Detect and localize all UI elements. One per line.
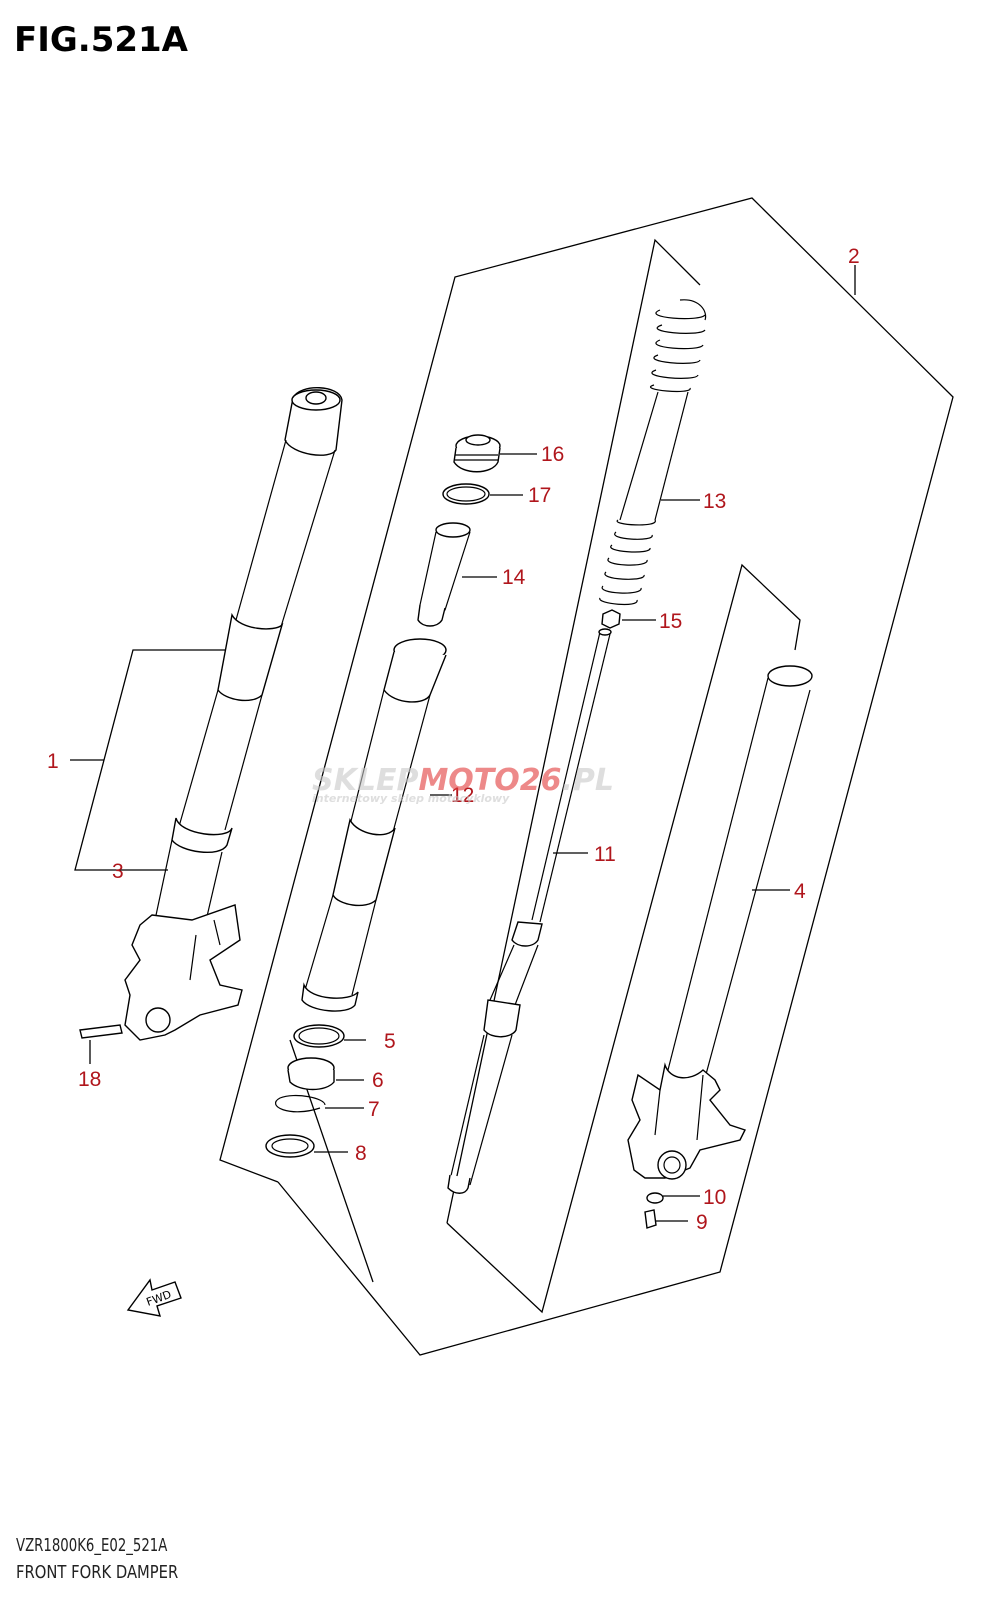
model-code: VZR1800K6_E02_521A [16,1535,168,1556]
callout-6: 6 [372,1069,384,1092]
nut-15 [601,609,621,629]
oil-seal-6 [287,1057,335,1091]
watermark-sklep: SKLEP [312,763,418,798]
callout-15: 15 [659,610,682,633]
oring-17-inner [446,486,486,502]
watermark-26: 26 [520,763,562,798]
bolt-9 [644,1209,657,1229]
callout-1: 1 [47,750,59,773]
seal-5-inner [298,1027,340,1045]
callout-8: 8 [355,1142,367,1165]
washer-10 [646,1192,664,1204]
watermark-tagline: internetowy sklep motocyklowy [312,792,510,805]
seal-5 [293,1024,345,1048]
callout-10: 10 [703,1186,726,1209]
fwd-arrow-icon: FWD [126,1278,182,1317]
callout-9: 9 [696,1211,708,1234]
assembly-outline-2 [219,197,954,1356]
callout-18: 18 [78,1068,101,1091]
callout-16: 16 [541,443,564,466]
callout-12: 12 [451,784,474,807]
callout-3: 3 [112,860,124,883]
callout-5: 5 [384,1030,396,1053]
damper-rod-11 [447,628,612,1194]
bracket-1 [70,649,225,871]
callout-7: 7 [368,1098,380,1121]
callout-17: 17 [528,484,551,507]
callout-2: 2 [848,245,860,268]
outer-tube-12 [301,638,447,1012]
watermark-logo: SKLEPMOTO26.PL internetowy sklep motocyk… [312,763,614,805]
watermark-pl: .PL [562,763,615,798]
callout-13: 13 [703,490,726,513]
callout-14: 14 [502,566,526,589]
callout-4: 4 [794,880,806,903]
watermark-moto: MOTO [418,763,519,798]
leader-lines [89,265,856,1222]
spacer-14 [417,522,471,627]
fork-leg-left [79,387,343,1041]
figure-title: FIG.521A [14,20,188,60]
cap-16 [453,434,501,473]
clip-7 [274,1094,326,1113]
diagram-caption: FRONT FORK DAMPER [16,1562,179,1583]
dust-seal-8 [265,1134,315,1158]
fork-leg-right [627,665,813,1180]
callout-11: 11 [594,843,616,866]
spring-13 [599,299,707,606]
svg-text:SKLEPMOTO26.PL: SKLEPMOTO26.PL [312,763,614,798]
